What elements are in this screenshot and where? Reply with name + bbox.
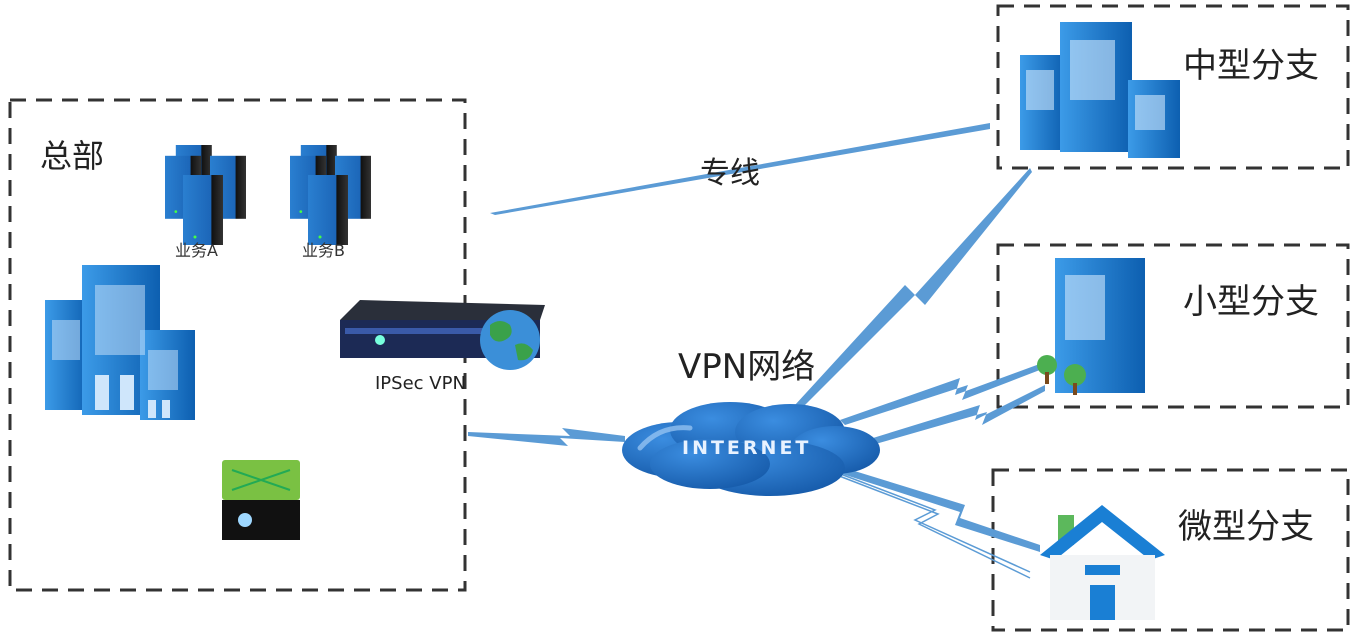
internet-cloud-icon: INTERNET <box>622 402 880 496</box>
headquarters-box <box>8 98 467 592</box>
medium-branch-box <box>996 4 1350 170</box>
medium-branch-label: 中型分支 <box>1183 46 1319 86</box>
small-branch-label: 小型分支 <box>1183 282 1319 322</box>
hq-vpn-link <box>468 428 625 446</box>
cloud-label: INTERNET <box>682 437 811 459</box>
medium-branch-vpn-link <box>795 168 1032 410</box>
tree-icon <box>1037 355 1086 395</box>
vpn-network-label: VPN网络 <box>678 347 815 387</box>
micro-branch-label: 微型分支 <box>1178 507 1314 547</box>
small-branch-link-2 <box>860 385 1045 447</box>
micro-branch-link <box>830 465 1040 552</box>
leased-line <box>490 123 990 215</box>
leased-line-label: 专线 <box>700 156 760 191</box>
micro-branch-box <box>991 468 1350 632</box>
ipsec-vpn-label: IPSec VPN <box>375 373 466 394</box>
small-branch-box <box>996 243 1350 409</box>
server-a-label: 业务A <box>175 241 218 260</box>
globe-icon <box>480 310 540 370</box>
hq-building-icon <box>45 265 195 420</box>
small-branch-link-1 <box>840 362 1045 425</box>
micro-branch-house-icon <box>1040 505 1165 620</box>
server-b-label: 业务B <box>302 241 345 260</box>
server-cluster-a-icon <box>165 145 246 245</box>
medium-branch-building-icon <box>1020 22 1180 158</box>
server-cluster-b-icon <box>290 145 371 245</box>
headquarters-title: 总部 <box>40 137 104 175</box>
links <box>468 123 1045 579</box>
micro-branch-thin-link <box>829 469 1031 573</box>
switch-icon <box>222 460 300 540</box>
